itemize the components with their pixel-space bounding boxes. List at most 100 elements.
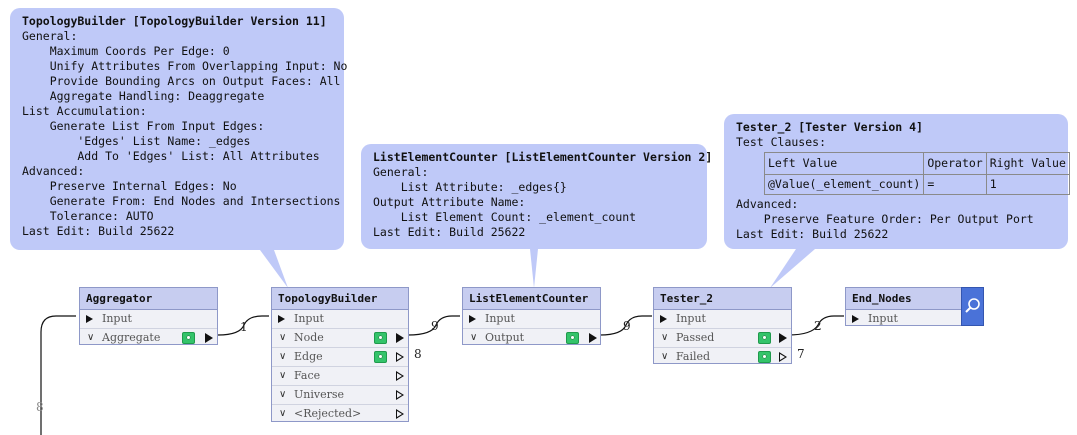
transformer-title: TopologyBuilder [272,288,408,310]
connection-node[interactable] [407,315,460,336]
annotation-pointer-listcounter [530,249,538,288]
port-label: Edge [294,350,323,363]
port-label: Failed [676,350,711,363]
transformer-end-nodes[interactable]: End_Nodes Input [845,287,962,326]
annotation-line: Provide Bounding Arcs on Output Faces: A… [22,74,341,88]
annotation-line: Maximum Coords Per Edge: 0 [22,44,230,58]
annotation-line: List Attribute: _edges{} [373,180,567,194]
eye-icon[interactable] [758,332,771,344]
inspector-button[interactable] [961,287,984,326]
eye-icon[interactable] [182,332,195,344]
input-port[interactable]: Input [463,310,600,329]
connection-passed[interactable] [787,315,844,336]
chevron-down-icon[interactable]: ∨ [279,351,287,362]
annotation-line: Tolerance: AUTO [22,209,154,223]
output-arrow-icon[interactable] [205,333,213,343]
annotation-line: Last Edit: Build 25622 [22,224,175,238]
input-arrow-icon [469,315,476,323]
output-port-output[interactable]: ∨ Output [463,329,600,348]
annotation-line: Advanced: [22,164,85,178]
annotation-tester[interactable]: Tester_2 [Tester Version 4] Test Clauses… [724,114,1070,249]
output-port-passed[interactable]: ∨ Passed [654,329,791,348]
annotation-line: List Accumulation: [22,104,147,118]
transformer-aggregator[interactable]: Aggregator Input ∨ Aggregate [79,287,218,345]
eye-icon[interactable] [566,332,579,344]
annotation-line: Generate List From Input Edges: [22,119,265,133]
eye-icon[interactable] [374,332,387,344]
output-port-failed[interactable]: ∨ Failed [654,348,791,367]
chevron-down-icon[interactable]: ∨ [279,389,287,400]
input-arrow-icon [278,315,285,323]
chevron-down-icon[interactable]: ∨ [279,370,287,381]
feature-count: 1 [240,320,248,334]
transformer-title: End_Nodes [846,288,961,310]
eye-icon[interactable] [758,351,771,363]
chevron-down-icon[interactable]: ∨ [470,332,478,343]
output-arrow-icon[interactable] [396,333,404,343]
port-label: Aggregate [102,331,161,344]
port-label: Input [485,312,515,325]
annotation-title: TopologyBuilder [TopologyBuilder Version… [22,14,327,28]
feature-count: 2 [814,319,822,333]
connection-output[interactable] [599,315,652,336]
output-port-face[interactable]: ∨ Face [272,367,408,386]
port-label: <Rejected> [294,407,362,420]
output-arrow-icon[interactable] [396,352,404,362]
port-label: Input [868,312,898,325]
output-arrow-icon[interactable] [779,352,787,362]
magnifier-icon [965,298,980,313]
connection-incoming[interactable] [40,315,76,435]
annotation-pointer-tester [770,249,815,288]
transformer-topologybuilder[interactable]: TopologyBuilder Input ∨ Node ∨ Edge ∨ Fa… [271,287,409,422]
chevron-down-icon[interactable]: ∨ [661,351,669,362]
table-header: Left Value [763,152,925,175]
table-cell: 1 [985,174,1070,195]
eye-icon[interactable] [374,351,387,363]
annotation-line: General: [22,29,78,43]
annotation-line: Unify Attributes From Overlapping Input:… [22,59,348,73]
chevron-down-icon[interactable]: ∨ [661,332,669,343]
transformer-tester[interactable]: Tester_2 Input ∨ Passed ∨ Failed [653,287,792,364]
input-port[interactable]: Input [846,310,961,329]
annotation-line: Preserve Feature Order: Per Output Port [736,212,1034,226]
chevron-down-icon[interactable]: ∨ [87,332,95,343]
annotation-topologybuilder[interactable]: TopologyBuilder [TopologyBuilder Version… [10,8,348,250]
annotation-line: Generate From: End Nodes and Intersectio… [22,194,341,208]
output-arrow-icon[interactable] [589,333,597,343]
output-arrow-icon[interactable] [396,409,404,419]
output-port-edge[interactable]: ∨ Edge [272,348,408,367]
input-port[interactable]: Input [80,310,217,329]
port-label: Node [294,331,324,344]
chevron-down-icon[interactable]: ∨ [279,332,287,343]
output-port-node[interactable]: ∨ Node [272,329,408,348]
annotation-line: Last Edit: Build 25622 [736,227,889,241]
output-port-rejected[interactable]: ∨ <Rejected> [272,405,408,424]
annotation-line: Advanced: [736,197,799,211]
annotation-listelementcounter[interactable]: ListElementCounter [ListElementCounter V… [361,144,712,249]
output-arrow-icon[interactable] [396,390,404,400]
output-port-aggregate[interactable]: ∨ Aggregate [80,329,217,348]
port-label: Face [294,369,321,382]
connection-aggregate[interactable] [217,315,269,336]
input-arrow-icon [660,315,667,323]
annotation-line: Test Clauses: [736,135,827,149]
annotation-line: General: [373,165,429,179]
port-label: Output [485,331,525,344]
chevron-down-icon[interactable]: ∨ [279,408,287,419]
annotation-pointer-topology [260,250,288,288]
annotation-line: Aggregate Handling: Deaggregate [22,89,265,103]
table-header: Right Value [985,152,1070,175]
table-header: Operator [923,152,987,175]
transformer-title: ListElementCounter [463,288,600,310]
annotation-line: Add To 'Edges' List: All Attributes [22,149,320,163]
output-port-universe[interactable]: ∨ Universe [272,386,408,405]
output-arrow-icon[interactable] [396,371,404,381]
test-clauses-table: Left Value Operator Right Value @Value(_… [763,152,1070,195]
output-arrow-icon[interactable] [779,333,787,343]
input-port[interactable]: Input [654,310,791,329]
transformer-listelementcounter[interactable]: ListElementCounter Input ∨ Output [462,287,601,345]
input-port[interactable]: Input [272,310,408,329]
annotation-line: Preserve Internal Edges: No [22,179,237,193]
annotation-line: 'Edges' List Name: _edges [22,134,251,148]
